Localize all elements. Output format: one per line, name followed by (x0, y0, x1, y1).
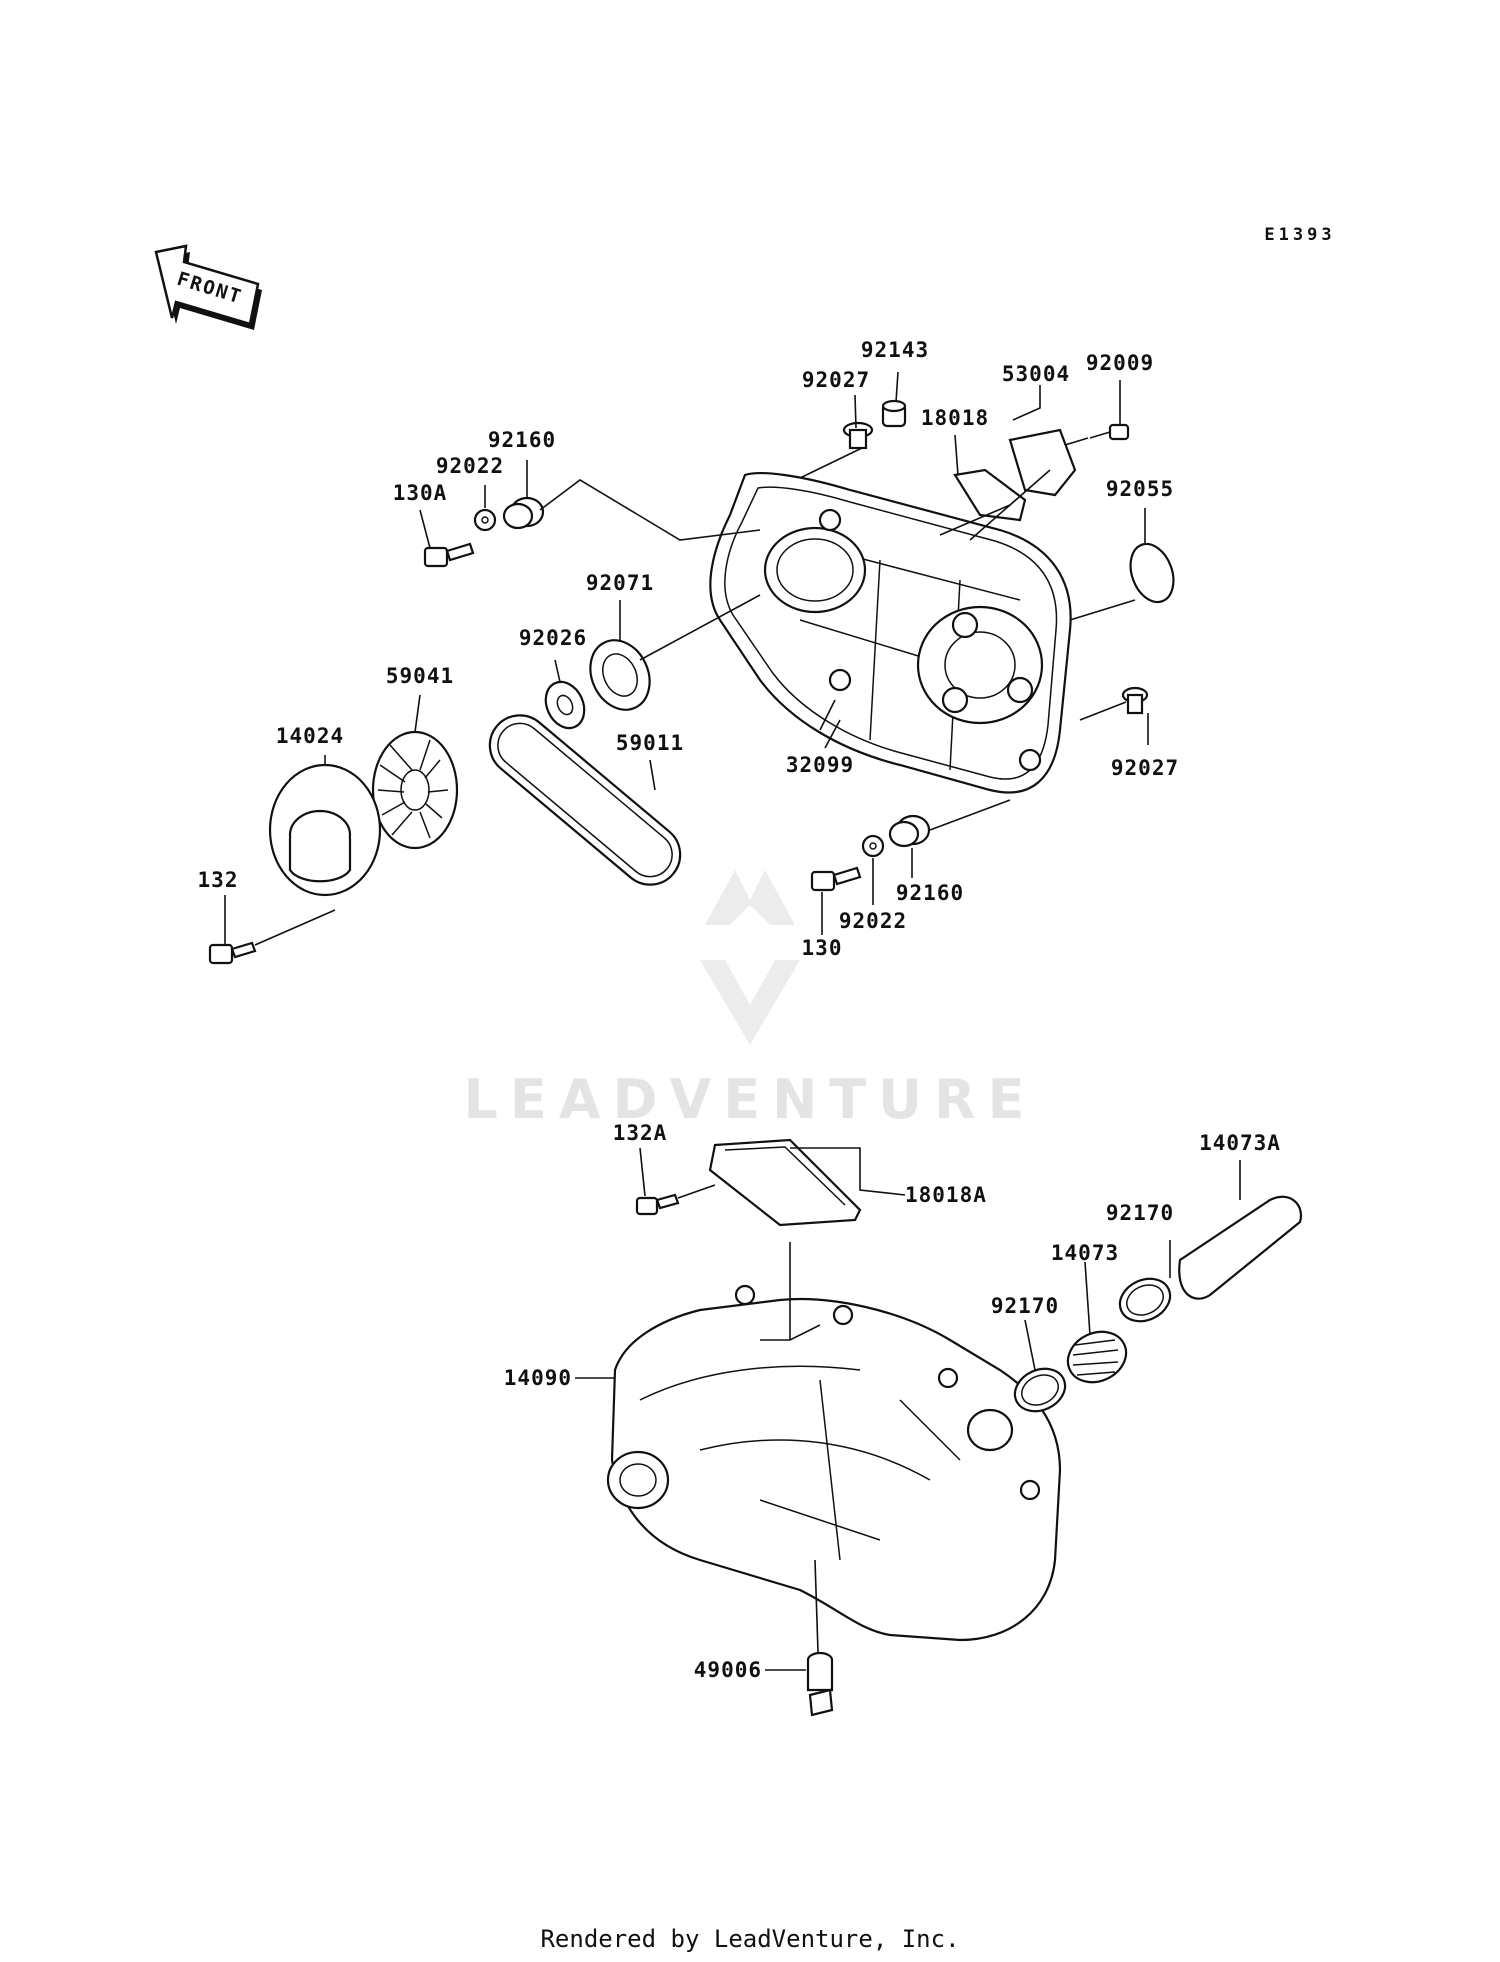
label-130A: 130A (393, 481, 448, 505)
plate-18018 (953, 468, 1027, 522)
watermark-text: LEADVENTURE (464, 1068, 1037, 1131)
washer-92022-top (473, 508, 497, 532)
label-14090: 14090 (504, 1366, 572, 1390)
label-92009: 92009 (1086, 351, 1154, 375)
label-92170-top: 92170 (1106, 1201, 1174, 1225)
clamp-92170-left (1013, 1367, 1067, 1413)
label-53004: 53004 (1002, 362, 1070, 386)
label-14073A: 14073A (1199, 1131, 1281, 1155)
label-49006: 49006 (694, 1658, 762, 1682)
bolt-132 (208, 941, 257, 965)
duct-14073 (1066, 1330, 1128, 1384)
cover-53004 (1008, 428, 1077, 497)
diagram-code: E1393 (1264, 225, 1335, 245)
label-18018: 18018 (921, 406, 989, 430)
damper-92160-bottom (888, 814, 931, 848)
damper-92160-top (502, 496, 545, 530)
label-92022-bottom: 92022 (839, 909, 907, 933)
label-92027-right: 92027 (1111, 756, 1179, 780)
belt-59011 (488, 714, 682, 886)
label-132: 132 (198, 868, 239, 892)
label-14024: 14024 (276, 724, 344, 748)
collar-92027-top (842, 421, 874, 450)
cover-14024 (268, 763, 382, 897)
label-92027-top: 92027 (802, 368, 870, 392)
leadventure-watermark: LEADVENTURE (464, 870, 1037, 1131)
bolt-130A (423, 542, 475, 568)
label-92170-left: 92170 (991, 1294, 1059, 1318)
front-arrow-icon: FRONT (154, 244, 262, 330)
label-92071: 92071 (586, 571, 654, 595)
label-92022-top: 92022 (436, 454, 504, 478)
bolt-132A (635, 1193, 680, 1216)
washer-92026 (544, 680, 586, 730)
leader-lines (224, 371, 1241, 1671)
seal-92071 (589, 639, 651, 711)
label-59011: 59011 (616, 731, 684, 755)
label-92055: 92055 (1106, 477, 1174, 501)
washer-92022-bottom (861, 834, 885, 858)
outer-cover-14090 (606, 1284, 1062, 1642)
label-132A: 132A (613, 1121, 668, 1145)
collar-92027-right (1121, 686, 1149, 715)
duct-14073A (1178, 1195, 1303, 1300)
part-labels: 92143 92027 53004 92009 18018 92160 9202… (198, 338, 1281, 1682)
bolt-92009 (1089, 423, 1130, 441)
clamp-92170-top (1118, 1277, 1172, 1323)
inner-cover-32099 (709, 472, 1072, 794)
label-92160-top: 92160 (488, 428, 556, 452)
cap-49006 (806, 1651, 834, 1717)
o-ring-92055 (1129, 542, 1175, 604)
collar-92143 (881, 399, 907, 428)
footer-credit: Rendered by LeadVenture, Inc. (540, 1925, 960, 1953)
label-92026: 92026 (519, 626, 587, 650)
bolt-130 (810, 866, 862, 892)
label-59041: 59041 (386, 664, 454, 688)
plate-18018A (708, 1138, 862, 1227)
label-92160-bottom: 92160 (896, 881, 964, 905)
label-14073: 14073 (1051, 1241, 1119, 1265)
fan-59041 (371, 730, 459, 850)
label-18018A: 18018A (905, 1183, 987, 1207)
label-32099: 32099 (786, 753, 854, 777)
label-92143: 92143 (861, 338, 929, 362)
label-130: 130 (802, 936, 843, 960)
